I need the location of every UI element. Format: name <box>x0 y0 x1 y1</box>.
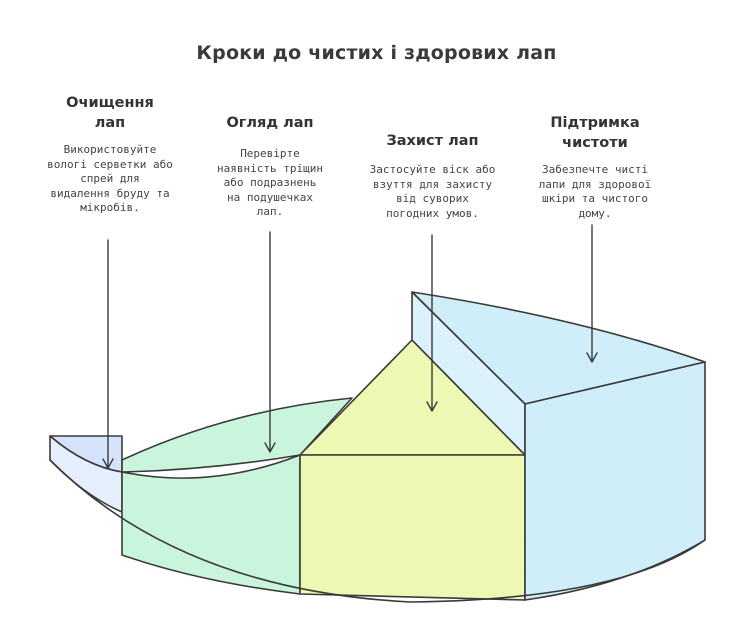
step-protection: Захист лап Застосуйте віск або взуття дл… <box>355 131 510 221</box>
segment-inspection-top <box>121 397 353 473</box>
arrow-protection <box>426 234 438 412</box>
diagram-title: Кроки до чистих і здорових лап <box>196 42 557 64</box>
step-inspection-description: Перевірте наявність тріщин або подразнен… <box>217 147 323 218</box>
step-inspection: Огляд лап Перевірте наявність тріщин або… <box>200 113 340 220</box>
step-cleanliness-description: Забезпечте чисті лапи для здорової шкіри… <box>538 163 652 220</box>
step-cleaning-description: Використовуйте вологі серветки або спрей… <box>47 143 173 214</box>
step-inspection-title: Огляд лап <box>226 115 314 131</box>
segment-inspection-side <box>121 454 301 595</box>
arrow-cleaning <box>102 239 114 469</box>
segment-cleanliness-side <box>524 361 706 601</box>
arrow-cleanliness <box>586 224 598 363</box>
step-protection-description: Застосуйте віск або взуття для захисту в… <box>369 163 496 220</box>
step-cleanliness: Підтримка чистоти Забезпечте чисті лапи … <box>520 113 670 221</box>
arrow-inspection <box>264 231 276 453</box>
base-outline <box>49 459 706 603</box>
step-cleaning: Очищення лап Використовуйте вологі серве… <box>40 93 180 216</box>
step-protection-title: Захист лап <box>386 133 479 149</box>
segment-cleanliness-top <box>411 291 706 405</box>
step-cleanliness-title: Підтримка чистоти <box>550 115 640 151</box>
step-cleaning-title: Очищення лап <box>66 95 154 131</box>
segment-protection-side <box>299 454 526 601</box>
